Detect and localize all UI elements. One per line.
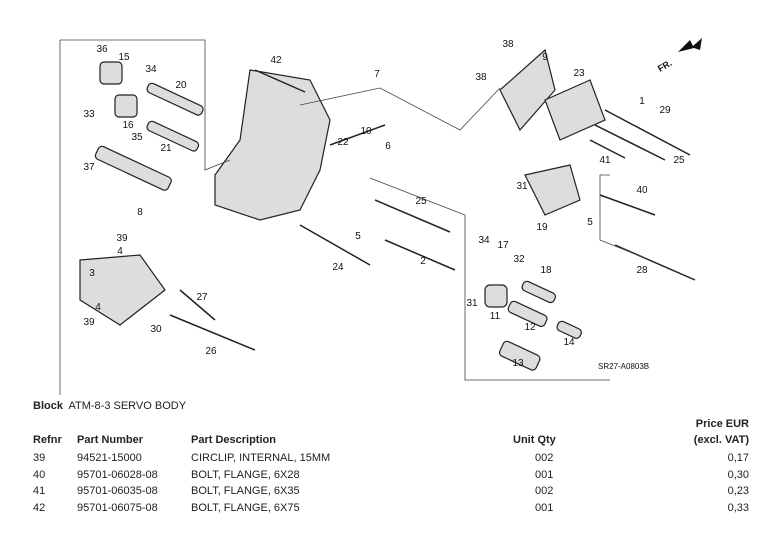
callout-number: 9 (542, 52, 548, 63)
header-part-number: Part Number (77, 434, 144, 446)
cell-price: 0,33 (727, 502, 749, 515)
cell-part-number: 95701-06075-08 (77, 502, 158, 515)
servo-body-drawing (79, 48, 606, 371)
cell-price: 0,23 (727, 485, 749, 498)
block-title: Block ATM-8-3 SERVO BODY (33, 400, 186, 412)
cell-description: BOLT, FLANGE, 6X35 (191, 485, 300, 498)
fr-arrow-icon (678, 38, 702, 52)
callout-number: 38 (502, 39, 514, 50)
cell-description: BOLT, FLANGE, 6X28 (191, 468, 300, 481)
callout-number: 31 (466, 298, 478, 309)
callout-number: 36 (96, 44, 108, 55)
callout-number: 20 (175, 80, 187, 91)
callout-number: 25 (415, 196, 427, 207)
bolts-drawing (169, 69, 696, 351)
header-description: Part Description (191, 434, 276, 446)
callout-number: 21 (160, 143, 172, 154)
header-unit-qty: Unit Qty (513, 434, 556, 446)
cell-refnr: 42 (33, 502, 46, 515)
block-name: ATM-8-3 SERVO BODY (68, 400, 187, 412)
header-refnr: Refnr (33, 434, 62, 446)
callout-number: 15 (118, 52, 130, 63)
callout-number: 6 (385, 141, 391, 152)
callout-number: 28 (636, 265, 648, 276)
callout-number: 4 (95, 302, 101, 313)
callout-number: 32 (513, 254, 525, 265)
callout-number: 42 (270, 55, 282, 66)
callout-number: 29 (659, 105, 671, 116)
callout-number: 22 (337, 137, 349, 148)
callout-number: 34 (145, 64, 157, 75)
callout-number: 19 (536, 222, 548, 233)
callout-number: 31 (516, 181, 528, 192)
callout-number: 39 (116, 233, 128, 244)
cell-price: 0,17 (727, 452, 749, 464)
leader-lines (59, 39, 651, 395)
callout-number: 37 (83, 162, 95, 173)
callout-number: 27 (196, 292, 208, 303)
callout-number: 23 (573, 68, 585, 79)
callout-number: 11 (490, 311, 501, 322)
callout-number: 2 (420, 256, 426, 267)
callout-number: 26 (205, 346, 217, 357)
callout-number: 5 (587, 217, 593, 228)
header-price-excl-vat: (excl. VAT) (693, 434, 749, 446)
callout-number: 10 (360, 126, 372, 137)
callout-number: 18 (540, 265, 552, 276)
cell-part-number: 95701-06028-08 (77, 468, 158, 481)
callout-number: 1 (639, 96, 645, 107)
callout-number: 40 (636, 185, 648, 196)
cell-part-number: 94521-15000 (77, 452, 142, 464)
callout-number: 16 (122, 120, 134, 131)
direction-label: FR. (656, 58, 674, 74)
callout-number: 39 (83, 317, 95, 328)
cell-qty: 001 (535, 502, 554, 515)
header-price-eur: Price EUR (695, 418, 749, 430)
callout-number: 24 (332, 262, 344, 273)
callout-number: 8 (137, 207, 143, 218)
cell-refnr: 41 (33, 485, 46, 498)
diagram-code: SR27-A0803B (598, 362, 649, 371)
callout-number: 25 (673, 155, 685, 166)
callout-number: 33 (83, 109, 95, 120)
cell-description: BOLT, FLANGE, 6X75 (191, 502, 300, 515)
cell-qty: 001 (535, 468, 554, 481)
block-label: Block (33, 400, 63, 412)
callout-number: 17 (497, 240, 509, 251)
callout-number: 12 (524, 322, 536, 333)
callout-number: 3 (89, 268, 95, 279)
cell-refnr: 39 (33, 452, 46, 464)
callout-number: 14 (563, 337, 575, 348)
cell-price: 0,30 (727, 468, 749, 481)
cell-description: CIRCLIP, INTERNAL, 15MM (191, 452, 331, 464)
callout-number: 5 (355, 231, 361, 242)
callout-number: 30 (150, 324, 162, 335)
callout-number: 13 (512, 358, 524, 369)
callout-number: 41 (599, 155, 611, 166)
callout-number: 35 (131, 132, 143, 143)
cell-qty: 002 (535, 485, 554, 498)
callout-number: 34 (478, 235, 490, 246)
callout-number: 4 (117, 246, 123, 257)
cell-part-number: 95701-06035-08 (77, 485, 158, 498)
cell-qty: 002 (535, 452, 554, 464)
callout-number: 38 (475, 72, 487, 83)
cell-refnr: 40 (33, 468, 46, 481)
callout-number: 7 (374, 69, 380, 80)
